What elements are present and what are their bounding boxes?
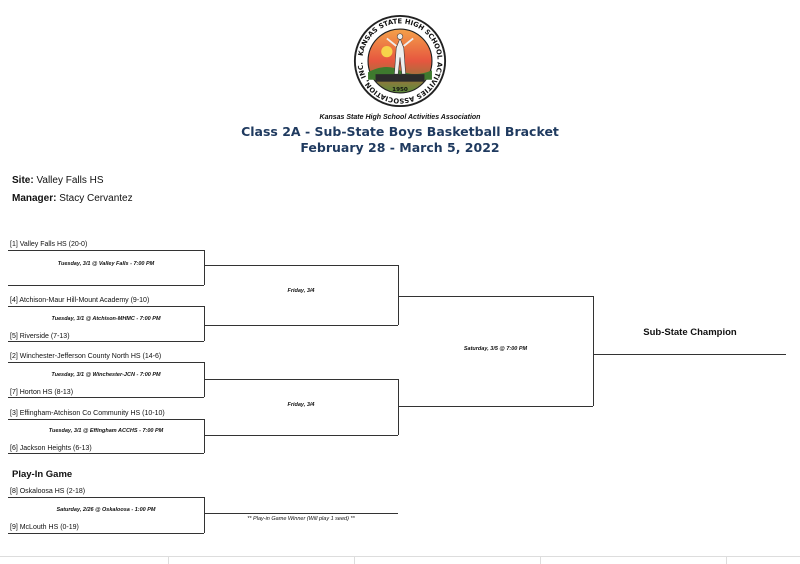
manager-info: Manager: Stacy Cervantez bbox=[12, 193, 133, 204]
bracket-line bbox=[8, 453, 204, 454]
manager-value: Stacy Cervantez bbox=[59, 193, 133, 204]
seal-year: 1950 bbox=[392, 87, 408, 93]
team-seed-4: [4] Atchison-Maur Hill-Mount Academy (9-… bbox=[10, 297, 150, 304]
champion-line bbox=[594, 354, 786, 355]
champion-label: Sub-State Champion bbox=[643, 327, 737, 338]
org-name: Kansas State High School Activities Asso… bbox=[319, 114, 481, 121]
team-seed-9: [9] McLouth HS (0-19) bbox=[10, 524, 79, 531]
manager-label: Manager: bbox=[12, 193, 57, 204]
team-seed-5: [5] Riverside (7-13) bbox=[10, 333, 70, 340]
bracket-line bbox=[398, 379, 399, 435]
bracket-line bbox=[398, 406, 593, 407]
bracket-line bbox=[8, 497, 204, 498]
bracket-line bbox=[204, 265, 398, 266]
semifinal-2-info: Friday, 3/4 bbox=[287, 402, 315, 408]
game-3-info: Tuesday, 3/1 @ Winchester-JCN - 7:00 PM bbox=[51, 372, 161, 378]
footer-tick bbox=[540, 556, 541, 564]
site-value: Valley Falls HS bbox=[36, 175, 104, 186]
playin-winner-note: ** Play-in Game Winner (Will play 1 seed… bbox=[247, 516, 355, 522]
site-info: Site: Valley Falls HS bbox=[12, 175, 104, 186]
bracket-line bbox=[8, 285, 204, 286]
bracket-line bbox=[204, 325, 398, 326]
site-label: Site: bbox=[12, 175, 34, 186]
bracket-line bbox=[8, 419, 204, 420]
bracket-line bbox=[8, 306, 204, 307]
bracket-line bbox=[204, 513, 398, 514]
footer-tick bbox=[354, 556, 355, 564]
bracket-line bbox=[8, 341, 204, 342]
team-seed-7: [7] Horton HS (8-13) bbox=[10, 389, 74, 396]
team-seed-3: [3] Effingham-Atchison Co Community HS (… bbox=[10, 410, 165, 417]
bracket-line bbox=[8, 250, 204, 251]
semifinal-1-info: Friday, 3/4 bbox=[287, 288, 315, 294]
khsaa-seal-logo: KANSAS STATE HIGH SCHOOL ACTIVITIES ASSO… bbox=[353, 14, 447, 108]
bracket-line bbox=[204, 379, 398, 380]
team-seed-1: [1] Valley Falls HS (20-0) bbox=[10, 241, 88, 248]
bracket-line bbox=[204, 419, 205, 453]
bracket-line bbox=[398, 296, 593, 297]
bracket-line bbox=[8, 362, 204, 363]
page-dates: February 28 - March 5, 2022 bbox=[300, 140, 500, 155]
playin-heading: Play-In Game bbox=[12, 469, 73, 480]
bracket-line bbox=[8, 533, 204, 534]
team-seed-6: [6] Jackson Heights (6-13) bbox=[10, 445, 92, 452]
game-1-info: Tuesday, 3/1 @ Valley Falls - 7:00 PM bbox=[57, 261, 155, 267]
bracket-line bbox=[204, 497, 205, 533]
footer-tick bbox=[168, 556, 169, 564]
team-seed-8: [8] Oskaloosa HS (2-18) bbox=[10, 488, 86, 495]
bracket-line bbox=[398, 265, 399, 325]
bracket-line bbox=[204, 306, 205, 341]
bracket-line bbox=[8, 397, 204, 398]
final-game-info: Saturday, 3/5 @ 7:00 PM bbox=[463, 346, 528, 352]
footer-divider bbox=[0, 556, 800, 557]
game-2-info: Tuesday, 3/1 @ Atchison-MHMC - 7:00 PM bbox=[51, 316, 161, 322]
bracket-line bbox=[593, 296, 594, 406]
playin-game-info: Saturday, 2/26 @ Oskaloosa - 1:00 PM bbox=[56, 507, 156, 513]
page-title: Class 2A - Sub-State Boys Basketball Bra… bbox=[241, 124, 559, 139]
game-4-info: Tuesday, 3/1 @ Effingham ACCHS - 7:00 PM bbox=[48, 428, 164, 434]
bracket-line bbox=[204, 435, 398, 436]
team-seed-2: [2] Winchester-Jefferson County North HS… bbox=[10, 353, 162, 360]
bracket-line bbox=[204, 250, 205, 285]
footer-tick bbox=[726, 556, 727, 564]
